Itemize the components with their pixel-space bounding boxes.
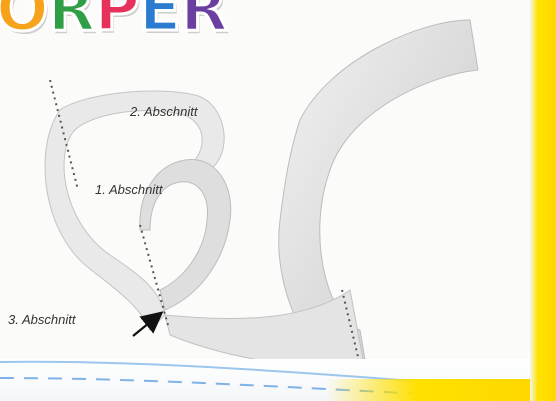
yellow-right-edge xyxy=(530,0,556,401)
label-section-1: 1. Abschnitt xyxy=(95,182,162,197)
yellow-bottom-corner xyxy=(326,379,556,401)
label-section-2: 2. Abschnitt xyxy=(130,104,197,119)
label-section-3: 3. Abschnitt xyxy=(8,312,75,327)
